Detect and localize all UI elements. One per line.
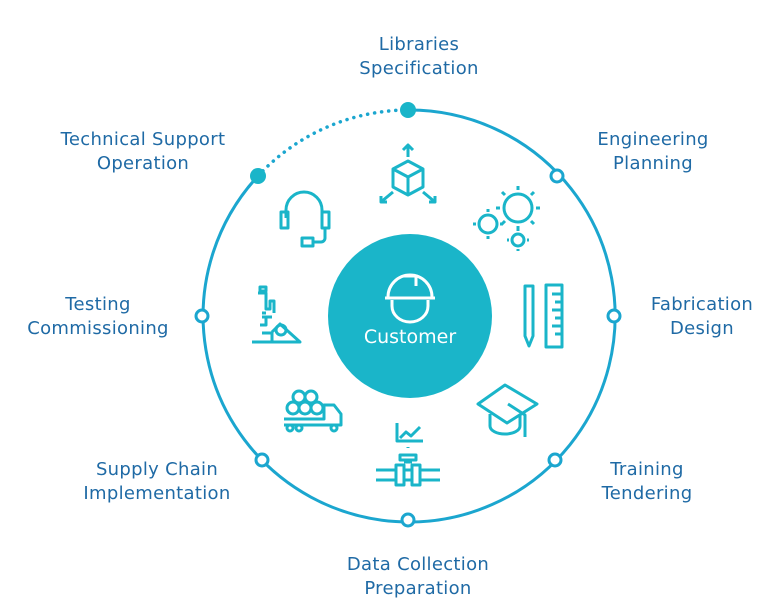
cube-arrows-icon xyxy=(379,143,437,204)
gears-icon xyxy=(473,186,540,251)
pencil-ruler-icon xyxy=(523,283,564,349)
node-technical-support xyxy=(250,168,266,184)
node-training xyxy=(547,452,563,468)
hard-hat-icon xyxy=(385,273,435,324)
customer-label: Customer xyxy=(363,326,457,348)
cycle-ring-dotted xyxy=(256,108,410,178)
chart-valve-icon xyxy=(376,423,440,487)
node-engineering xyxy=(549,168,565,184)
node-fabrication xyxy=(606,308,622,324)
pipe-truck-icon xyxy=(284,389,343,433)
cycle-ring xyxy=(201,108,617,524)
headset-icon xyxy=(279,190,331,248)
microscope-icon xyxy=(252,285,302,344)
node-data-collection xyxy=(400,512,416,528)
node-supply-chain xyxy=(254,452,270,468)
node-libraries xyxy=(400,102,416,118)
node-testing xyxy=(194,308,210,324)
customer-circle xyxy=(328,234,492,398)
graduation-cap-icon xyxy=(476,383,539,437)
